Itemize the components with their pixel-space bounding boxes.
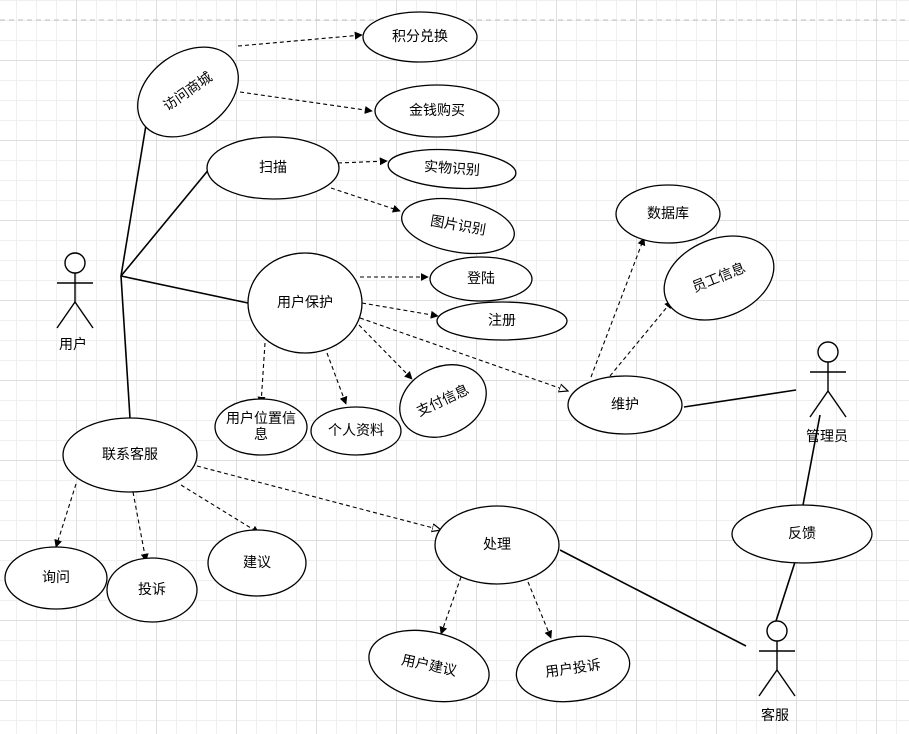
use-case-ellipse xyxy=(429,256,533,302)
use-case-ellipse xyxy=(663,235,775,321)
use-case-ellipse xyxy=(4,546,108,610)
dependency-contact_service-handle xyxy=(196,465,441,530)
dependency-user_protect-register xyxy=(361,302,439,319)
dependency-handle-user_suggest xyxy=(439,576,462,635)
use-case-money-buy: 金钱购买 xyxy=(374,84,500,138)
use-case-label: 数据库 xyxy=(647,206,689,222)
dependency-maintain-staff_info xyxy=(609,300,673,377)
actor-label: 客服 xyxy=(761,707,789,724)
use-case-ellipse xyxy=(368,629,490,703)
association-admin-feedback xyxy=(802,414,821,506)
use-case-suggest: 建议 xyxy=(207,529,307,597)
use-case-user-suggest: 用户建议 xyxy=(368,629,490,703)
use-case-ellipse xyxy=(214,398,308,456)
use-case-register: 注册 xyxy=(436,301,568,341)
use-case-label: 反馈 xyxy=(788,526,816,542)
dependency-user_protect-location_info xyxy=(257,342,266,405)
use-case-label: 扫描 xyxy=(259,160,287,176)
association-user-visit_mall xyxy=(120,118,148,277)
use-case-login: 登陆 xyxy=(429,256,533,302)
use-case-contact-service: 联系客服 xyxy=(62,417,198,493)
use-case-ellipse xyxy=(434,505,560,585)
use-case-ellipse xyxy=(247,252,363,354)
association-service-handle xyxy=(559,549,747,647)
dependency-contact_service-complain xyxy=(132,491,149,562)
use-case-ellipse xyxy=(515,635,631,703)
dependency-contact_service-suggest xyxy=(180,484,260,534)
dependency-visit_mall-points_exchange xyxy=(237,31,363,47)
actor-service: 客服 xyxy=(758,620,796,724)
use-case-object-recog: 实物识别 xyxy=(387,148,517,190)
use-case-label: 询问 xyxy=(42,570,70,586)
use-case-scan: 扫描 xyxy=(206,136,340,200)
use-case-ellipse xyxy=(731,504,873,564)
association-user-user_protect xyxy=(120,275,249,304)
use-case-location-info: 用户位置信息 xyxy=(214,398,308,456)
use-case-label: 金钱购买 xyxy=(409,103,465,119)
dependency-user_protect-profile xyxy=(326,352,348,405)
use-case-user-protect: 用户保护 xyxy=(247,252,363,354)
use-case-ellipse xyxy=(362,11,478,63)
use-case-label: 维护 xyxy=(611,397,639,413)
dependency-user_protect-payment_info xyxy=(358,324,413,380)
use-case-points-exchange: 积分兑换 xyxy=(362,11,478,63)
dependency-user_protect-maintain xyxy=(359,317,568,391)
use-case-ellipse xyxy=(207,529,307,597)
use-case-database: 数据库 xyxy=(615,184,721,244)
use-case-label: 用户保护 xyxy=(277,294,333,311)
use-case-label: 处理 xyxy=(483,537,511,553)
use-case-label: 实物识别 xyxy=(424,159,481,179)
use-case-ellipse xyxy=(615,184,721,244)
use-case-visit-mall: 访问商城 xyxy=(137,46,239,138)
actor-label: 用户 xyxy=(59,336,87,353)
use-case-ellipse xyxy=(206,136,340,200)
use-case-ellipse xyxy=(399,364,487,438)
use-case-feedback: 反馈 xyxy=(731,504,873,564)
use-case-ellipse xyxy=(106,557,198,623)
use-case-label: 用户位置信息 xyxy=(226,410,296,443)
use-case-ellipse xyxy=(436,301,568,341)
association-admin-maintain xyxy=(683,389,797,408)
actor-label: 管理员 xyxy=(806,429,848,445)
association-service-feedback xyxy=(775,561,796,622)
dependency-visit_mall-money_buy xyxy=(239,91,373,114)
use-case-label: 投诉 xyxy=(138,582,166,598)
use-case-label: 积分兑换 xyxy=(392,28,448,45)
actor-admin: 管理员 xyxy=(806,341,848,445)
use-case-ellipse xyxy=(62,417,198,493)
use-case-label: 登陆 xyxy=(467,271,495,287)
actor-user: 用户 xyxy=(56,252,94,353)
use-case-maintain: 维护 xyxy=(567,375,683,435)
use-case-label: 建议 xyxy=(243,555,271,571)
dependency-contact_service-inquiry xyxy=(54,483,77,548)
dependency-scan-image_recog xyxy=(330,187,401,213)
use-case-ellipse xyxy=(310,406,402,456)
association-user-scan xyxy=(120,167,211,277)
use-case-profile: 个人资料 xyxy=(310,406,402,456)
use-case-complain: 投诉 xyxy=(106,557,198,623)
association-user-contact_service xyxy=(120,275,131,419)
use-case-label: 联系客服 xyxy=(102,446,158,463)
dependency-maintain-database xyxy=(590,237,646,378)
use-case-ellipse xyxy=(374,84,500,138)
use-case-label: 注册 xyxy=(488,313,516,329)
use-case-ellipse xyxy=(387,148,517,190)
dependency-handle-user_complain xyxy=(527,581,552,639)
use-case-ellipse xyxy=(137,46,239,138)
use-case-image-recog: 图片识别 xyxy=(401,197,515,255)
use-case-ellipse xyxy=(567,375,683,435)
dependency-scan-object_recog xyxy=(337,157,388,166)
use-case-handle: 处理 xyxy=(434,505,560,585)
use-case-payment-info: 支付信息 xyxy=(399,364,487,438)
use-case-inquiry: 询问 xyxy=(4,546,108,610)
use-case-ellipse xyxy=(401,197,515,255)
use-case-staff-info: 员工信息 xyxy=(663,235,775,321)
use-case-user-complain: 用户投诉 xyxy=(515,635,631,703)
use-case-label: 个人资料 xyxy=(328,423,384,439)
